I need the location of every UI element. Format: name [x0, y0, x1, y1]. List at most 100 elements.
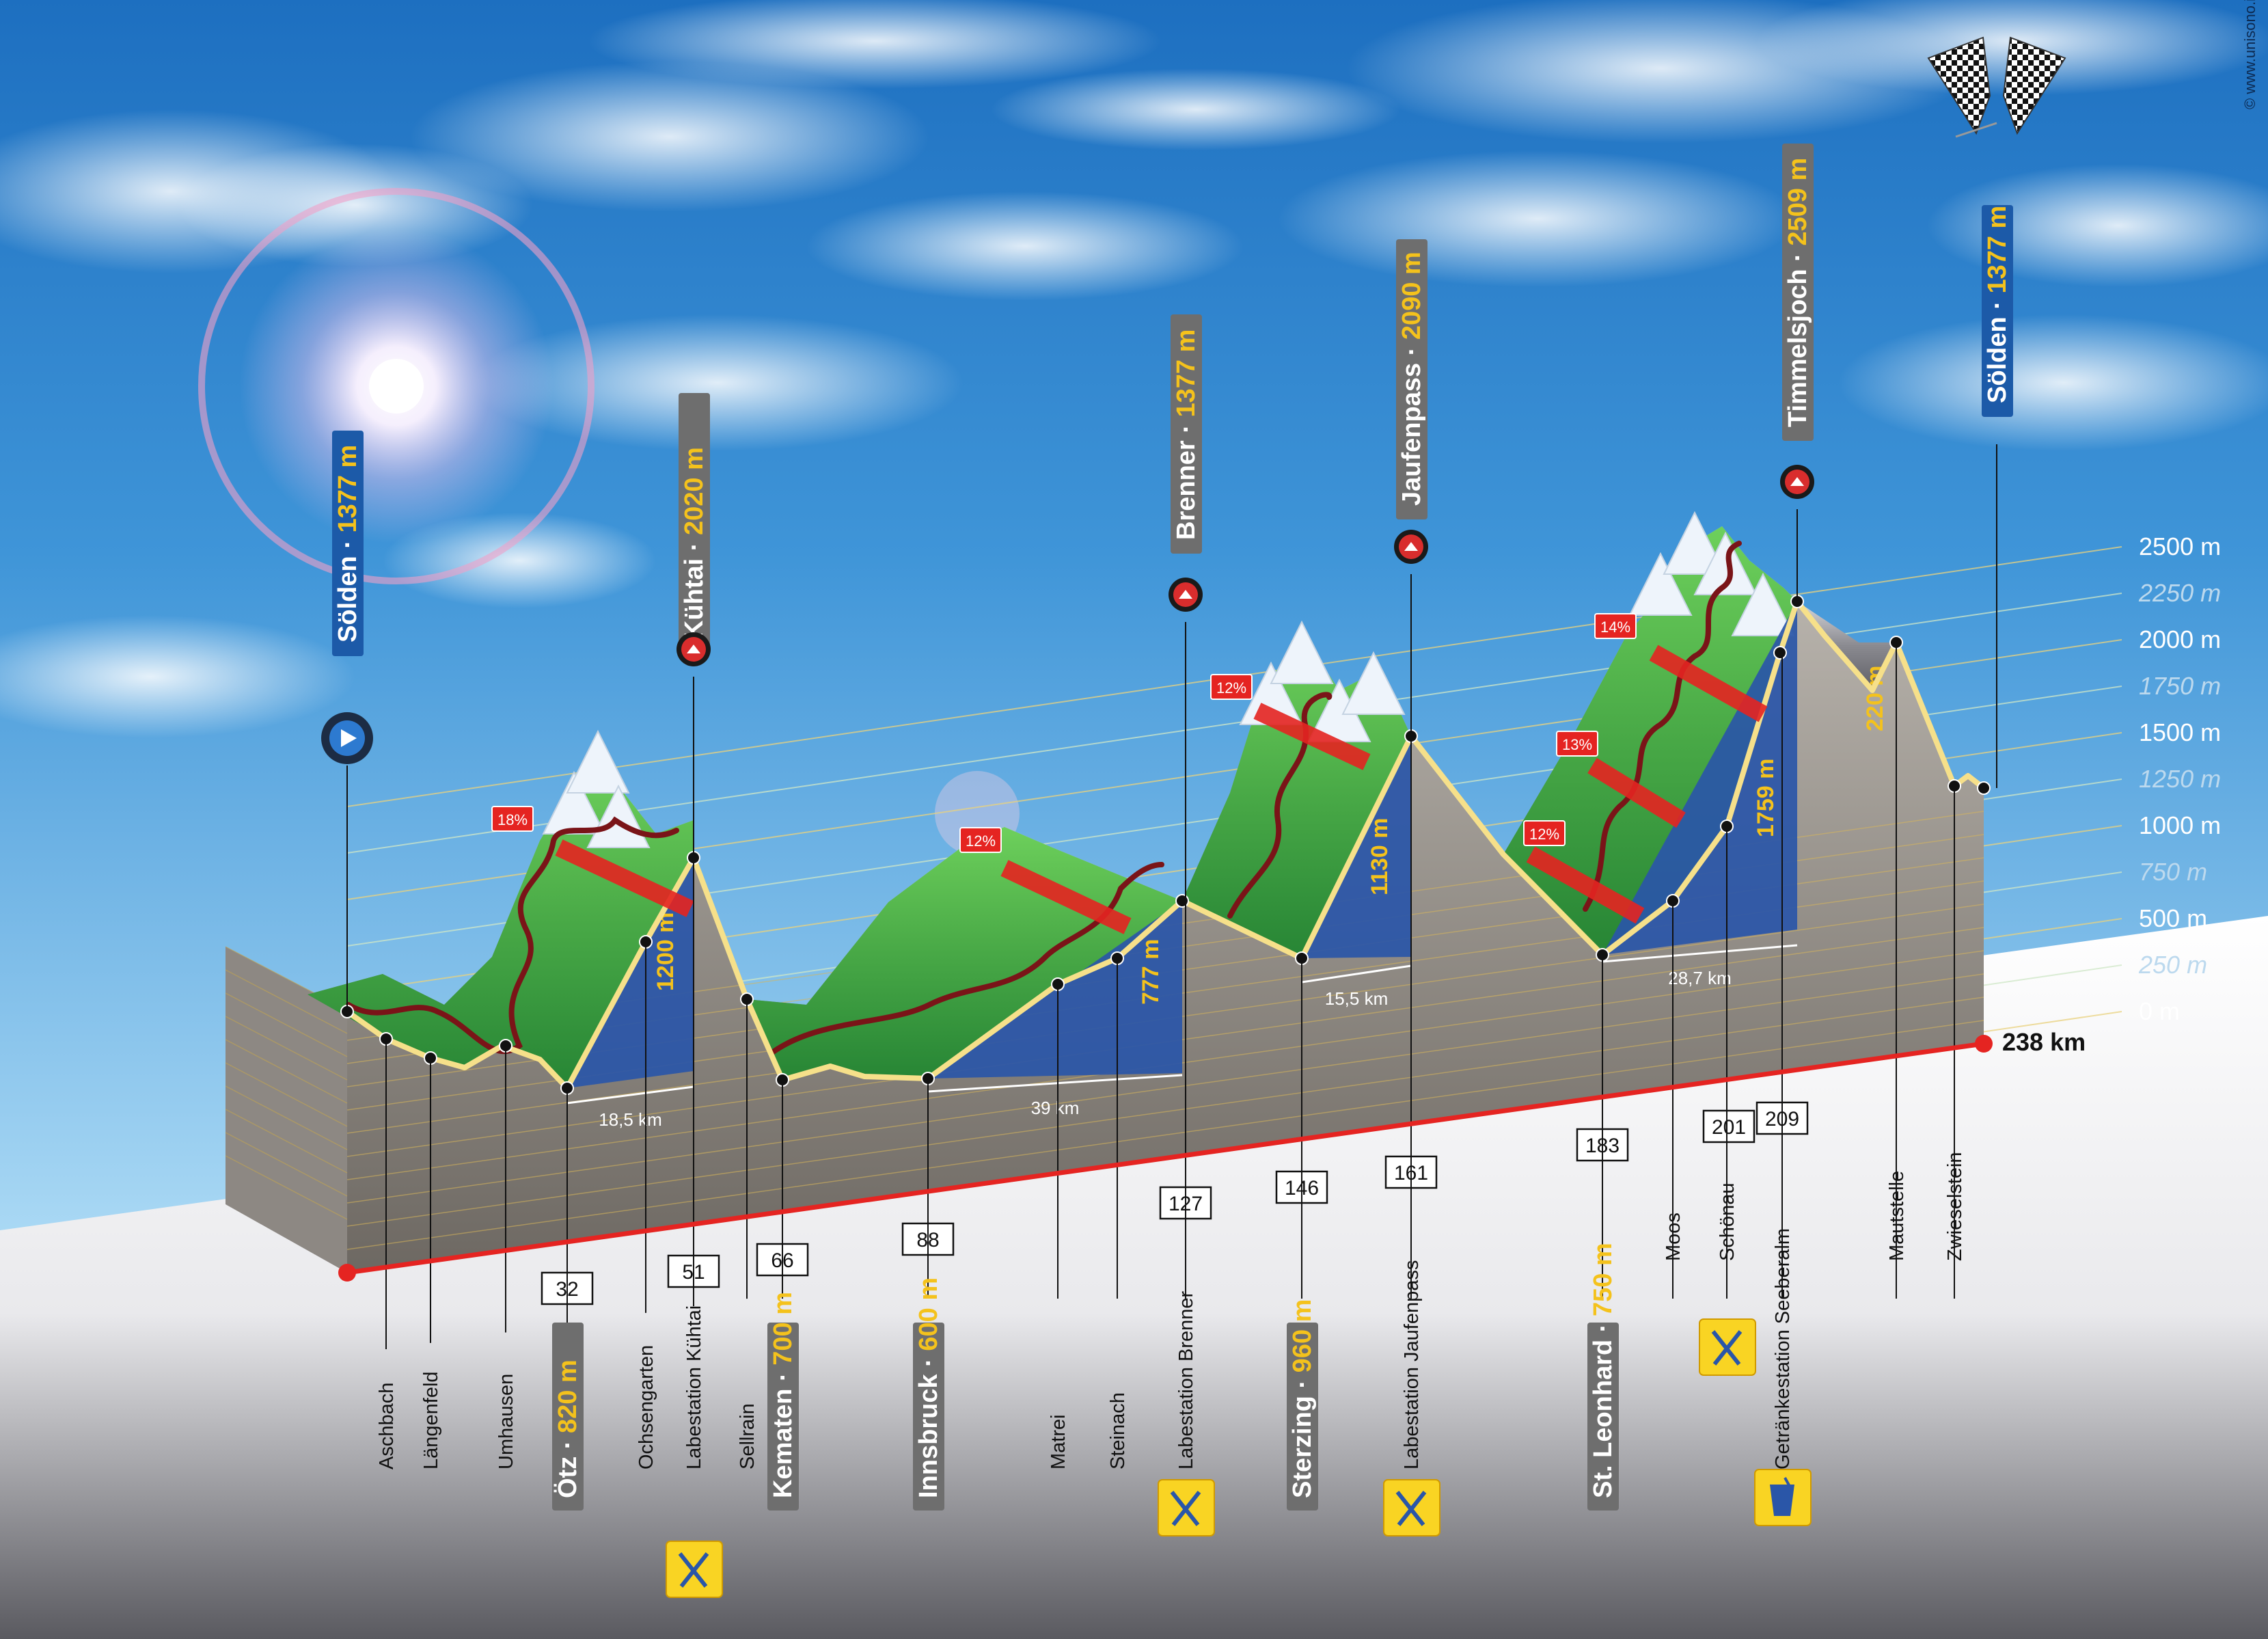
span-line — [566, 1085, 694, 1105]
place-box — [913, 1323, 944, 1511]
place-name: Labestation Kühtai — [683, 1305, 705, 1469]
place-name: Sellrain — [737, 1403, 759, 1469]
band-line — [225, 992, 348, 1057]
band-line — [346, 997, 1984, 1227]
scale-label: 750 m — [2139, 858, 2207, 886]
serpentine-road — [769, 862, 1164, 1055]
gradient-label: 12% — [1529, 826, 1559, 843]
climb-height: 1759 m — [1753, 759, 1779, 837]
place-box — [552, 1323, 584, 1511]
band-line — [346, 1020, 1984, 1250]
gradient-badge — [1210, 674, 1253, 700]
place-name: Zwieselstein — [1944, 1152, 1966, 1261]
gradient-label: 18% — [497, 811, 528, 828]
place-name: Labestation Brenner — [1175, 1290, 1197, 1469]
food-icon — [1712, 1330, 1743, 1366]
climb-height: 777 m — [1138, 939, 1164, 1005]
scale-label: 1500 m — [2139, 718, 2221, 746]
summit-box — [332, 431, 364, 656]
gradient-label: 14% — [1600, 619, 1630, 636]
serpentine-road — [1583, 541, 1742, 912]
route-pin — [1977, 781, 1991, 795]
cloud — [991, 68, 1401, 150]
cloud — [1278, 150, 1797, 287]
km-marker-value: 201 — [1712, 1116, 1746, 1139]
place-name: Ochsengarten — [636, 1345, 657, 1469]
cloud — [806, 191, 1244, 301]
cloud — [178, 144, 533, 267]
copyright: © www.unisono.info — [2241, 0, 2258, 109]
gradient-badges: 18%12%12%14%13%12% — [491, 613, 1768, 934]
place-label: Sterzing · 960 m — [1287, 958, 1318, 1511]
route-pin — [1175, 894, 1189, 908]
clouds — [0, 0, 2268, 738]
summit-box — [1171, 314, 1202, 554]
place-name: Sterzing · 960 m — [1288, 1299, 1317, 1498]
place-name: Matrei — [1048, 1414, 1069, 1469]
km-marker — [1702, 1109, 1755, 1143]
summit-label: Brenner · 1377 m — [1169, 314, 1203, 901]
place-label: Steinach — [1107, 958, 1129, 1469]
peak-icon — [1790, 477, 1804, 486]
summit-label: Timmelsjoch · 2509 m — [1780, 144, 1814, 601]
scale-label: 2000 m — [2139, 625, 2221, 653]
play-icon — [341, 729, 357, 747]
cloud — [0, 615, 355, 738]
place-name: Kematen · 700 m — [769, 1292, 797, 1498]
place-label: Zwieselstein — [1944, 786, 1966, 1299]
place-label: Ochsengarten — [636, 942, 657, 1469]
peak-icon — [1404, 542, 1418, 551]
food-icon — [679, 1552, 709, 1588]
place-label: Labestation Kühtai — [666, 858, 723, 1598]
summit-box — [1396, 239, 1427, 519]
scale-label: 1750 m — [2139, 672, 2221, 700]
summit-box — [679, 393, 710, 653]
place-name: Labestation Jaufenpass — [1401, 1260, 1423, 1469]
place-name: Schönau — [1717, 1183, 1738, 1262]
place-label: Labestation Jaufenpass — [1383, 736, 1440, 1536]
gradient-band — [1000, 860, 1132, 934]
peak-icon — [1179, 590, 1192, 599]
place-label: Moos — [1663, 901, 1684, 1299]
drink-icon — [1784, 1477, 1793, 1491]
span-label: 18,5 km — [599, 1109, 662, 1130]
span-label: 15,5 km — [1325, 988, 1389, 1009]
span-label: 39 km — [1031, 1098, 1080, 1118]
span-line — [1602, 944, 1798, 963]
scale-label: 2500 m — [2139, 532, 2221, 560]
place-label: Innsbruck · 600 m — [913, 1079, 944, 1511]
place-name: Ötz · 820 m — [553, 1359, 582, 1498]
place-name: Längenfeld — [420, 1371, 442, 1469]
snow-cap — [1341, 651, 1406, 715]
place-name: Aschbach — [376, 1383, 398, 1469]
flag-pole — [1955, 122, 1997, 138]
serpentine-road — [346, 816, 679, 1055]
snow-cap — [1731, 572, 1795, 636]
total-distance: 238 km — [2002, 1028, 2086, 1056]
end-dot — [1975, 1035, 1993, 1053]
band-line — [225, 1039, 348, 1104]
span-line — [1301, 964, 1412, 984]
gradient-label: 12% — [1216, 679, 1246, 696]
place-label: Getränkestation Seeberalm — [1754, 653, 1812, 1526]
summit-name: Brenner · 1377 m — [1172, 329, 1201, 540]
start-dot — [338, 1264, 356, 1282]
place-label: Labestation Brenner — [1158, 901, 1215, 1536]
place-label: Umhausen — [495, 1046, 517, 1469]
checkered-flag-icon — [1927, 36, 1991, 135]
place-label: Längenfeld — [420, 1058, 442, 1469]
checkered-flag-icon — [2002, 36, 2066, 135]
profile-left-face — [226, 947, 347, 1273]
cloud — [588, 0, 1162, 89]
serpentine-road — [1227, 692, 1333, 919]
summit-label: Jaufenpass · 2090 m — [1394, 239, 1428, 736]
mountain-rock — [1797, 601, 1896, 690]
cloud — [1838, 314, 2268, 451]
band-line — [225, 1085, 348, 1150]
summit-name: Sölden · 1377 m — [1983, 206, 2012, 403]
place-label: Ötz · 820 m — [552, 1088, 584, 1511]
gradient-band — [1253, 703, 1371, 770]
